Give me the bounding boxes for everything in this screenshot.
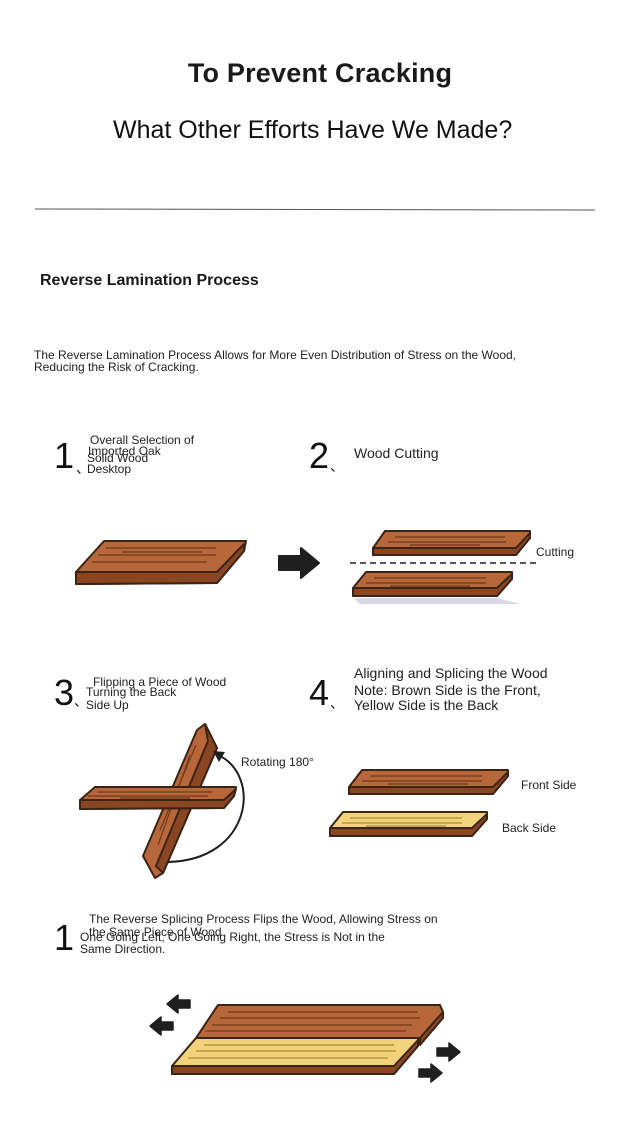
step-3-text-line1: Flipping a Piece of Wood	[93, 675, 227, 689]
left-arrow-icon	[149, 1016, 174, 1036]
summary-text-line2: the Same Piece of Wood	[89, 925, 222, 939]
left-arrow-icon	[166, 994, 191, 1014]
rotating-board-illustration	[79, 723, 245, 879]
step-1-text-line2: Imported Oak	[88, 444, 161, 458]
summary-text-line1: The Reverse Splicing Process Flips the W…	[89, 912, 438, 926]
step-1-separator: 、	[76, 460, 90, 476]
section-title: Reverse Lamination Process	[40, 272, 259, 289]
oak-board-illustration	[75, 540, 247, 585]
right-arrow-icon	[436, 1042, 461, 1062]
step-1-number: 1	[54, 435, 75, 476]
step-4-text-line3: Yellow Side is the Back	[354, 697, 499, 713]
step-2-text: Wood Cutting	[354, 445, 439, 461]
step-1-text-line1: Overall Selection of	[90, 433, 195, 447]
front-back-boards-illustration	[329, 769, 509, 837]
step-4-text-line2: Note: Brown Side is the Front,	[354, 682, 541, 698]
step-4-separator: 、	[330, 695, 344, 711]
rotating-label: Rotating 180°	[241, 755, 314, 769]
step-1-text-line3: Solid Wood	[87, 451, 149, 465]
summary-text-line3: One Going Left, One Going Right, the Str…	[80, 930, 385, 944]
front-side-label: Front Side	[521, 778, 577, 792]
step-2-separator: 、	[330, 458, 344, 474]
step-4-text-line1: Aligning and Splicing the Wood	[354, 665, 548, 681]
section-description: The Reverse Lamination Process Allows fo…	[34, 348, 516, 374]
step-2-number: 2	[309, 435, 330, 476]
summary-text-line4: Same Direction.	[80, 942, 166, 956]
page-subtitle: What Other Efforts Have We Made?	[113, 116, 513, 144]
summary-number: 1	[54, 917, 75, 958]
right-arrow-icon	[278, 547, 320, 579]
step-3-number: 3	[54, 672, 75, 713]
cut-boards-illustration	[350, 530, 540, 604]
step-4-number: 4	[309, 672, 330, 713]
step-3-separator: 、	[74, 693, 88, 709]
cutting-label: Cutting	[536, 545, 575, 559]
spliced-boards-illustration	[171, 1004, 444, 1075]
page-title: To Prevent Cracking	[187, 58, 453, 88]
right-arrow-icon	[418, 1063, 443, 1083]
step-3-text-line2: Turning the Back	[86, 685, 177, 699]
back-side-label: Back Side	[502, 821, 557, 835]
step-3-text-line3: Side Up	[86, 698, 129, 712]
step-1-text-line4: Desktop	[87, 462, 132, 476]
